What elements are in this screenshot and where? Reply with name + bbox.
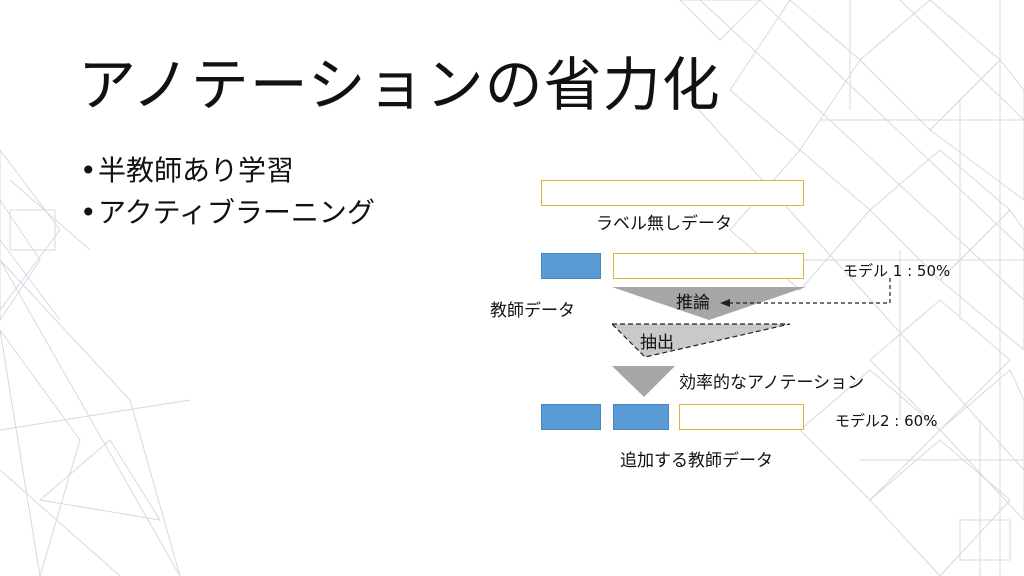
unlabeled-data-remaining-box [679, 404, 804, 430]
added-teacher-data-box [613, 404, 669, 430]
model1-arrowhead-icon [720, 299, 730, 307]
inference-label: 推論 [676, 293, 710, 313]
bullet-text: アクティブラーニング [98, 196, 375, 229]
unlabeled-data-label: ラベル無しデータ [596, 214, 732, 234]
efficient-annotation-label: 効率的なアノテーション [679, 373, 865, 393]
teacher-data-box [541, 404, 601, 430]
model1-accuracy-label: モデル 1 : 50% [843, 262, 951, 280]
bullet-dot-icon: • [80, 154, 97, 187]
model2-accuracy-label: モデル2 : 60% [835, 412, 938, 430]
added-teacher-data-label: 追加する教師データ [620, 451, 773, 471]
bullet-list: •半教師あり学習 •アクティブラーニング [80, 150, 375, 234]
teacher-data-box [541, 253, 601, 279]
extract-funnel-shape [610, 323, 791, 358]
inference-funnel-shape [612, 287, 806, 320]
bullet-item: •アクティブラーニング [80, 192, 375, 234]
bullet-dot-icon: • [80, 196, 97, 229]
slide-title: アノテーションの省力化 [78, 51, 721, 119]
model1-connector-line [727, 278, 891, 304]
bullet-text: 半教師あり学習 [98, 154, 295, 187]
unlabeled-data-remaining-box [613, 253, 804, 279]
teacher-data-label: 教師データ [490, 301, 575, 321]
efficient-annotation-arrow-shape [612, 366, 675, 397]
extract-label: 抽出 [640, 333, 674, 353]
bullet-item: •半教師あり学習 [80, 150, 375, 192]
unlabeled-data-box [541, 180, 804, 206]
